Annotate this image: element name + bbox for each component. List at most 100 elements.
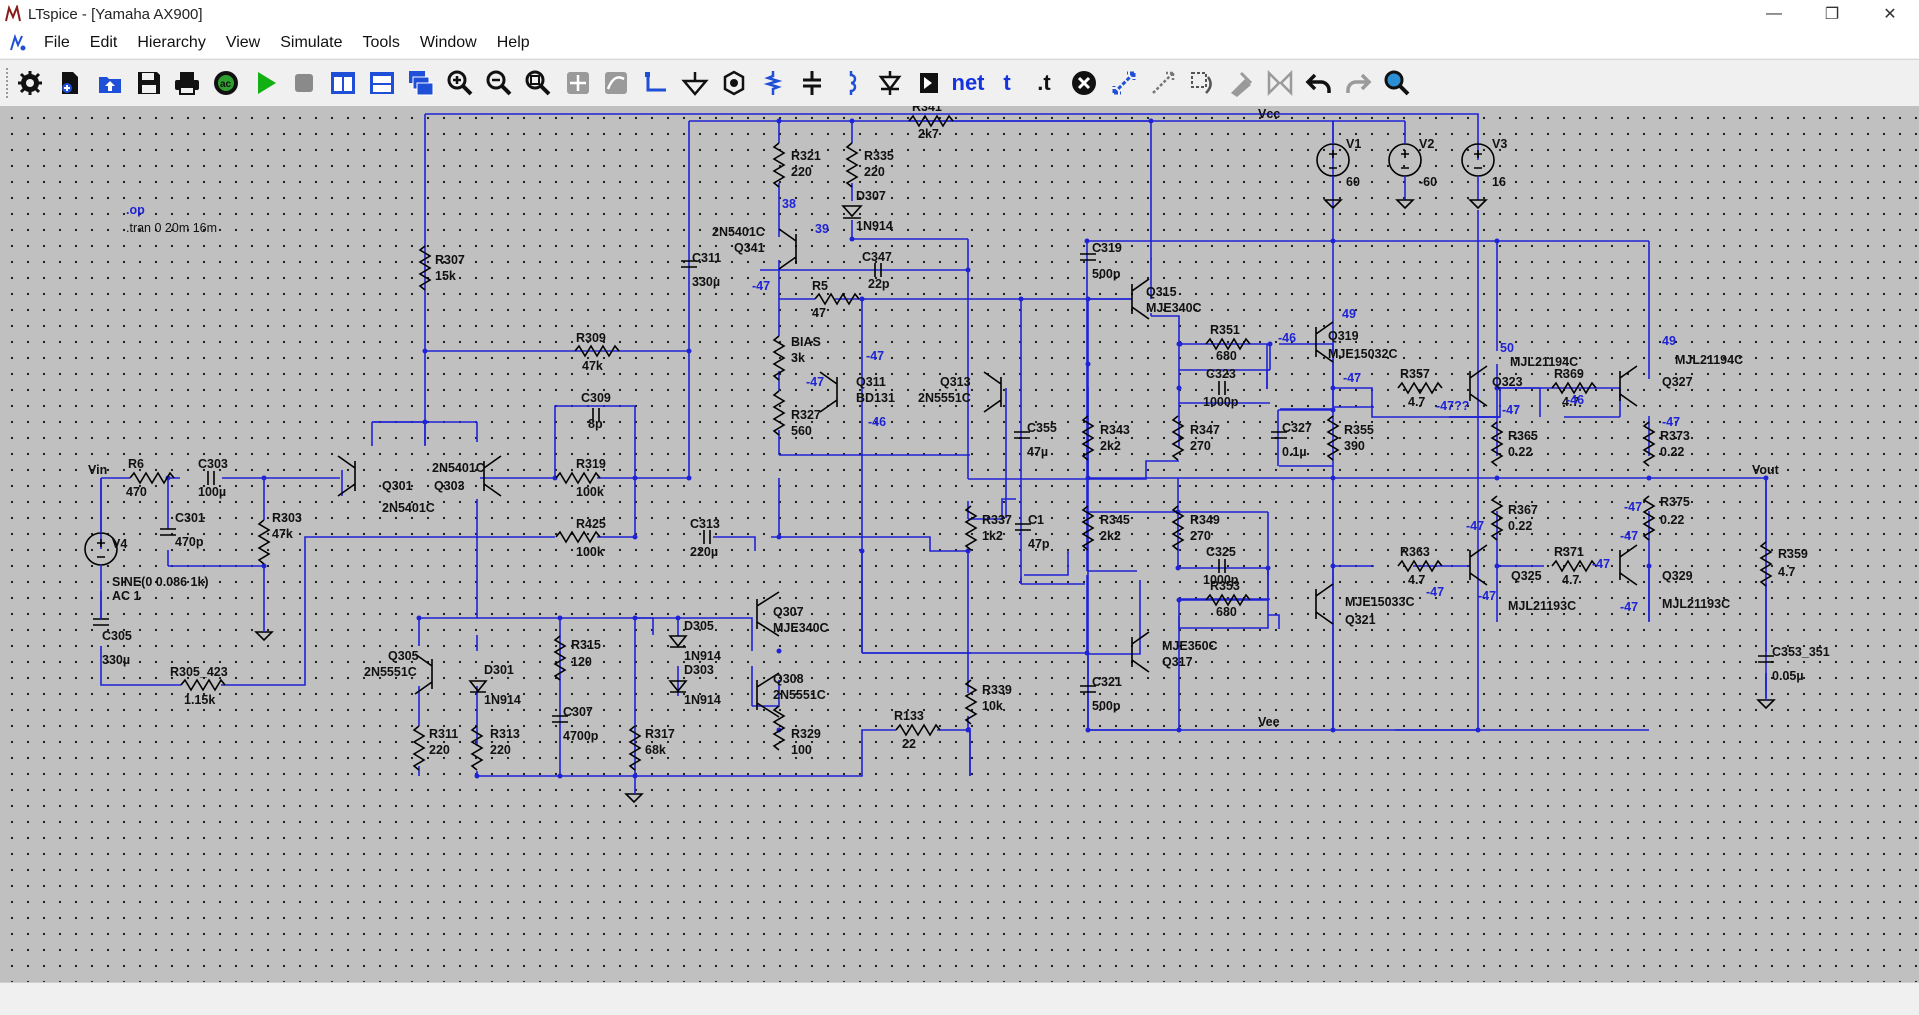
find-icon[interactable] (1381, 67, 1413, 99)
label-net-icon[interactable] (718, 67, 750, 99)
pan-icon[interactable] (562, 67, 594, 99)
svg-text:Q301: Q301 (382, 479, 413, 493)
svg-text:0.22: 0.22 (1660, 445, 1684, 459)
redo-icon[interactable] (1342, 67, 1374, 99)
svg-text:Q315: Q315 (1146, 285, 1177, 299)
svg-text:Q305: Q305 (388, 649, 419, 663)
minimize-button[interactable]: — (1766, 5, 1782, 22)
move-icon[interactable] (1108, 67, 1140, 99)
run-icon[interactable] (250, 67, 282, 99)
svg-text:R375: R375 (1660, 495, 1690, 509)
svg-text:R335: R335 (864, 149, 894, 163)
new-schematic-icon[interactable] (54, 67, 86, 99)
resistor-symbol-r311 (412, 725, 426, 771)
svg-text:220: 220 (864, 165, 885, 179)
zoom-in-icon[interactable] (444, 67, 476, 99)
menu-hierarchy[interactable]: Hierarchy (137, 34, 206, 51)
svg-text:MJE340C: MJE340C (773, 621, 829, 635)
component-icon[interactable] (913, 67, 945, 99)
transistor-q319 (1315, 321, 1334, 363)
wire-icon[interactable] (640, 67, 672, 99)
svg-text:R343: R343 (1100, 423, 1130, 437)
resistor-symbol-r367 (1490, 495, 1504, 541)
svg-text:R351: R351 (1210, 323, 1240, 337)
svg-text:MJE15032C: MJE15032C (1328, 347, 1398, 361)
schematic-doc-icon[interactable] (8, 33, 28, 53)
svg-text:1N914: 1N914 (484, 693, 521, 707)
svg-text:1N914: 1N914 (684, 693, 721, 707)
svg-text:120: 120 (571, 655, 592, 669)
svg-text:2k2: 2k2 (1100, 529, 1121, 543)
schematic-canvas[interactable]: Vin Vout Vcc Vee .op .tran 0 20m 16m V1 … (0, 106, 1919, 982)
delete-icon[interactable] (1068, 67, 1100, 99)
netlist-icon[interactable]: ac (210, 67, 242, 99)
svg-text:270: 270 (1190, 439, 1211, 453)
resistor-symbol-r133 (895, 723, 941, 737)
tile-vertical-icon[interactable] (327, 67, 359, 99)
svg-text:Q307: Q307 (773, 605, 804, 619)
capacitor-symbol-c319 (1080, 253, 1096, 261)
open-icon[interactable] (94, 67, 126, 99)
zoom-out-icon[interactable] (483, 67, 515, 99)
svg-text:Q341: Q341 (734, 241, 765, 255)
settings-icon[interactable] (14, 67, 46, 99)
menu-help[interactable]: Help (496, 34, 530, 51)
svg-text:49: 49 (1662, 334, 1676, 348)
resistor-icon[interactable] (757, 67, 789, 99)
drag-icon[interactable] (1147, 67, 1179, 99)
directive-op[interactable]: .op (126, 203, 145, 217)
resistor-symbol-r313 (470, 725, 484, 771)
capacitor-icon[interactable] (796, 67, 828, 99)
close-button[interactable]: ✕ (1883, 6, 1897, 23)
undo-icon[interactable] (1303, 67, 1335, 99)
diode-icon[interactable] (874, 67, 906, 99)
restore-button[interactable]: ❐ (1824, 6, 1840, 23)
print-icon[interactable] (171, 67, 203, 99)
svg-text:47k: 47k (272, 527, 293, 541)
menu-file[interactable]: File (44, 34, 70, 51)
text-icon[interactable]: t (1003, 70, 1011, 95)
svg-text:Q325: Q325 (1511, 569, 1542, 583)
ground-icon[interactable] (679, 67, 711, 99)
svg-text:-47: -47 (1426, 585, 1444, 599)
menu-window[interactable]: Window (419, 34, 477, 51)
svg-text:R365: R365 (1508, 429, 1538, 443)
mirror-icon[interactable] (1225, 67, 1257, 99)
svg-text:R363: R363 (1400, 545, 1430, 559)
capacitor-symbol-c325 (1218, 559, 1226, 573)
rotate-icon[interactable] (1186, 67, 1218, 99)
cascade-icon[interactable] (405, 67, 437, 99)
flip-icon[interactable] (1264, 67, 1296, 99)
svg-text:C353_351: C353_351 (1772, 645, 1830, 659)
menu-edit[interactable]: Edit (89, 34, 118, 51)
svg-text:R315: R315 (571, 638, 601, 652)
svg-text:C313: C313 (690, 517, 720, 531)
svg-text:Q321: Q321 (1345, 613, 1376, 627)
svg-text:R317: R317 (645, 727, 675, 741)
halt-icon[interactable] (288, 67, 320, 99)
spice-directive-icon[interactable]: .t (1037, 70, 1051, 95)
menu-tools[interactable]: Tools (362, 34, 400, 51)
inductor-icon[interactable] (835, 67, 867, 99)
tile-horizontal-icon[interactable] (366, 67, 398, 99)
svg-text:C323: C323 (1206, 367, 1236, 381)
resistor-symbol-r425 (555, 530, 601, 544)
autorange-icon[interactable] (600, 67, 632, 99)
svg-text:47k: 47k (582, 359, 603, 373)
svg-text:68k: 68k (645, 743, 666, 757)
menu-view[interactable]: View (225, 34, 261, 51)
svg-text:C319: C319 (1092, 241, 1122, 255)
capacitor-symbol-c323 (1218, 381, 1226, 395)
spice-net-icon[interactable]: net (951, 70, 985, 95)
svg-text:-46: -46 (868, 415, 886, 429)
menu-simulate[interactable]: Simulate (280, 34, 343, 51)
svg-text:Q319: Q319 (1328, 329, 1359, 343)
svg-text:-46: -46 (1566, 393, 1584, 407)
save-icon[interactable] (133, 67, 165, 99)
zoom-fit-icon[interactable] (522, 67, 554, 99)
directive-tran[interactable]: .tran 0 20m 16m (126, 221, 217, 235)
resistor-symbol-r335 (845, 142, 859, 188)
svg-text:0.1µ: 0.1µ (1282, 445, 1307, 459)
capacitor-symbol-c1 (1015, 523, 1031, 531)
